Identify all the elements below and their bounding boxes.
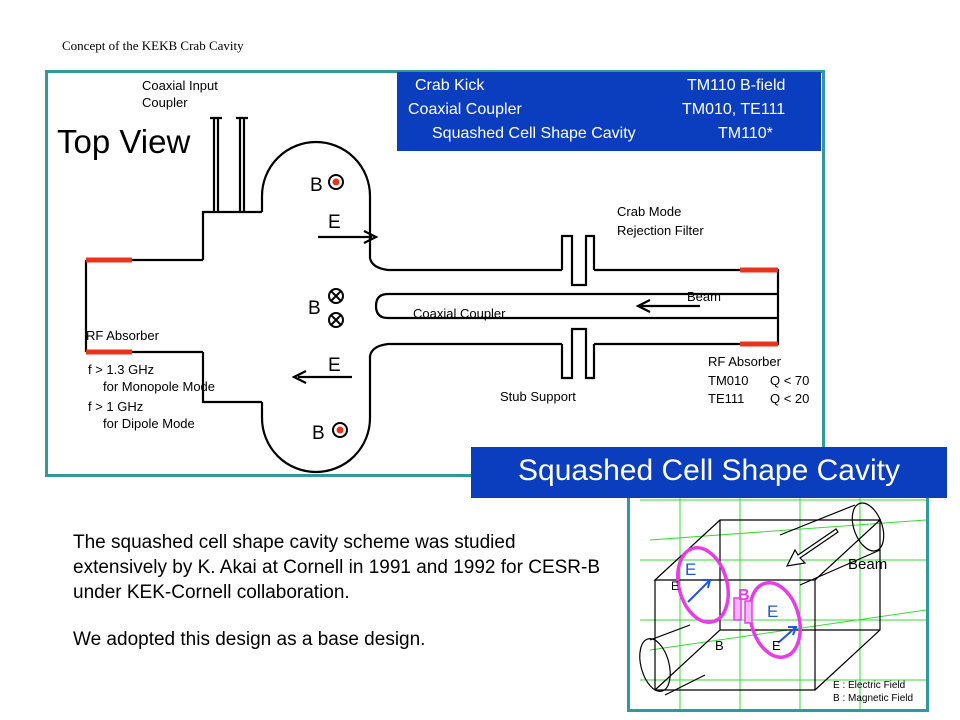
b-arrow-1	[733, 597, 742, 621]
fig-label-b-pink: B	[738, 587, 750, 604]
fig-label-b-small: B	[715, 638, 724, 653]
b-cross-lower	[328, 312, 344, 328]
label-q-te111-mode: TE111	[708, 391, 744, 406]
beam-arrow	[635, 299, 700, 313]
fig-label-beam: Beam	[848, 556, 887, 573]
info-row-1-left: Crab Kick	[415, 77, 485, 94]
beam-arrow-figure	[785, 528, 839, 567]
right-beam-pipe	[740, 268, 780, 346]
b-cross-upper	[328, 288, 344, 304]
description: The squashed cell shape cavity scheme wa…	[73, 530, 613, 652]
fig-label-e-small-2: E	[772, 638, 781, 653]
description-paragraph-2: We adopted this design as a base design.	[73, 629, 426, 650]
filter-stub-1	[560, 234, 596, 287]
input-coupler-tube-left	[210, 116, 222, 212]
info-row-2-left: Coaxial Coupler	[408, 101, 522, 118]
input-coupler-tube-right	[236, 116, 248, 212]
label-coaxial-input-2: Coupler	[142, 95, 188, 110]
fig-label-e-small: E	[671, 579, 679, 593]
e-field-loop-right	[748, 581, 802, 659]
cavity-body	[260, 140, 562, 474]
label-freq-2: for Monopole Mode	[103, 379, 215, 394]
label-e-upper: E	[328, 212, 341, 233]
filter-outer	[594, 268, 740, 346]
fig-legend-e: E : Electric Field	[833, 680, 905, 691]
b-arrow-2	[744, 600, 753, 624]
b-dot-bottom	[332, 422, 348, 438]
label-freq-3: f > 1 GHz	[88, 399, 143, 414]
fig-label-e-left: E	[685, 560, 696, 579]
e-vector-left	[687, 579, 712, 603]
fig-label-e-right: E	[767, 602, 778, 621]
label-crab-mode-2: Rejection Filter	[617, 223, 704, 238]
mode-info-box: Crab Kick TM110 B-field Coaxial Coupler …	[397, 72, 821, 151]
label-freq-1: f > 1.3 GHz	[88, 362, 154, 377]
cavity-figure-frame: Beam E E B E B E E : Electric Field B : …	[627, 480, 929, 712]
figure-title-bar: Squashed Cell Shape Cavity	[471, 447, 947, 498]
slide-header: Concept of the KEKB Crab Cavity	[62, 38, 244, 53]
label-b-top: B	[310, 175, 323, 196]
label-coaxial-coupler: Coaxial Coupler	[413, 306, 506, 321]
label-rf-absorber-right: RF Absorber	[708, 354, 782, 369]
label-b-bottom: B	[312, 423, 325, 444]
label-stub-support: Stub Support	[500, 389, 576, 404]
info-row-3-right: TM110*	[718, 125, 773, 142]
top-view-label: Top View	[53, 123, 195, 161]
b-dot-top	[328, 174, 344, 190]
e-vector-right	[777, 626, 798, 644]
label-coaxial-input-1: Coaxial Input	[142, 78, 218, 93]
info-row-3-left: Squashed Cell Shape Cavity	[432, 125, 636, 142]
label-crab-mode-1: Crab Mode	[617, 204, 681, 219]
e-arrow-lower	[291, 370, 352, 384]
label-q-tm010-value: Q < 70	[770, 373, 809, 388]
crab-cavity-top-view-diagram: Coaxial Input Coupler Crab Mode Rejectio…	[84, 78, 809, 474]
left-wall-lower	[201, 352, 262, 404]
info-row-2-right: TM010, TE111	[682, 101, 786, 118]
e-field-loop-left	[676, 546, 730, 624]
label-q-tm010-mode: TM010	[708, 373, 748, 388]
e-arrow-upper	[318, 230, 379, 244]
left-wall-upper	[201, 210, 262, 260]
squashed-cell-figure: Beam E E B E B E E : Electric Field B : …	[639, 483, 926, 709]
label-q-te111-value: Q < 20	[770, 391, 809, 406]
fig-legend-b: B : Magnetic Field	[833, 693, 913, 704]
filter-stub-2	[560, 327, 596, 380]
label-e-lower: E	[328, 355, 341, 376]
label-beam: Beam	[687, 289, 721, 304]
info-row-1-right: TM110 B-field	[687, 77, 786, 94]
label-rf-absorber-left: RF Absorber	[86, 328, 160, 343]
label-b-middle: B	[308, 298, 321, 319]
label-freq-4: for Dipole Mode	[103, 416, 195, 431]
description-paragraph-1: The squashed cell shape cavity scheme wa…	[73, 532, 601, 603]
coaxial-inner-conductor	[374, 292, 778, 320]
